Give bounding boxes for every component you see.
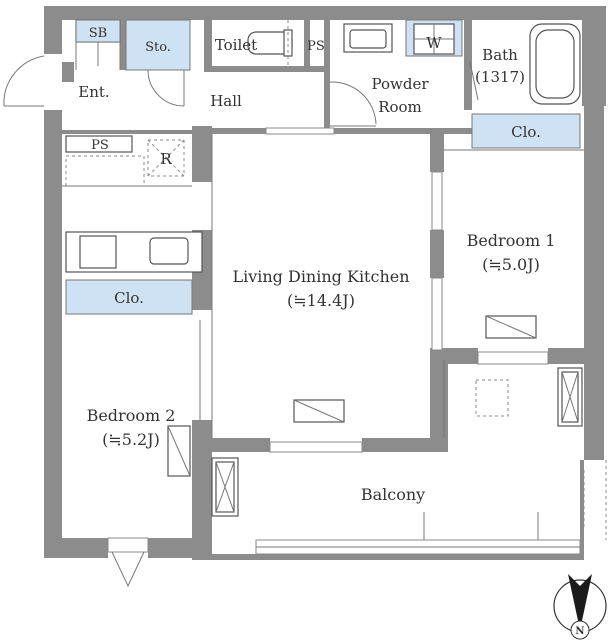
hall-label: Hall <box>210 92 242 110</box>
entrance-label: Ent. <box>78 83 109 101</box>
north-compass: N <box>553 574 607 640</box>
bedroom1-size-label: (≒5.0J) <box>482 255 540 274</box>
washer-label: W <box>426 34 442 52</box>
ps-top-label: PS <box>307 39 325 54</box>
bedroom2-size-label: (≒5.2J) <box>102 430 160 449</box>
bath-size-label: (1317) <box>475 68 525 86</box>
balcony-label: Balcony <box>361 485 425 504</box>
compass-north-label: N <box>575 626 584 637</box>
powder-room-label-line2: Room <box>378 98 422 116</box>
fixtures <box>3 19 607 588</box>
ldk-size-label: (≒14.4J) <box>287 291 355 310</box>
closet-bedroom1-label: Clo. <box>511 123 541 141</box>
toilet-label: Toilet <box>215 36 257 54</box>
bedroom1-label: Bedroom 1 <box>467 231 556 250</box>
ps-left-label: PS <box>91 138 109 153</box>
room-labels: SB Sto. Toilet PS W Bath (1317) Ent. Hal… <box>78 26 555 504</box>
storage-label: Sto. <box>145 40 171 55</box>
closet-bedroom2-label: Clo. <box>114 289 144 307</box>
compass-arrow-icon <box>568 574 592 630</box>
bath-label: Bath <box>482 46 518 64</box>
refrigerator-label: R <box>160 150 172 168</box>
powder-room-label-line1: Powder <box>371 75 429 93</box>
bedroom2-label: Bedroom 2 <box>87 406 176 425</box>
ldk-label: Living Dining Kitchen <box>232 267 409 286</box>
sb-label: SB <box>89 26 107 41</box>
